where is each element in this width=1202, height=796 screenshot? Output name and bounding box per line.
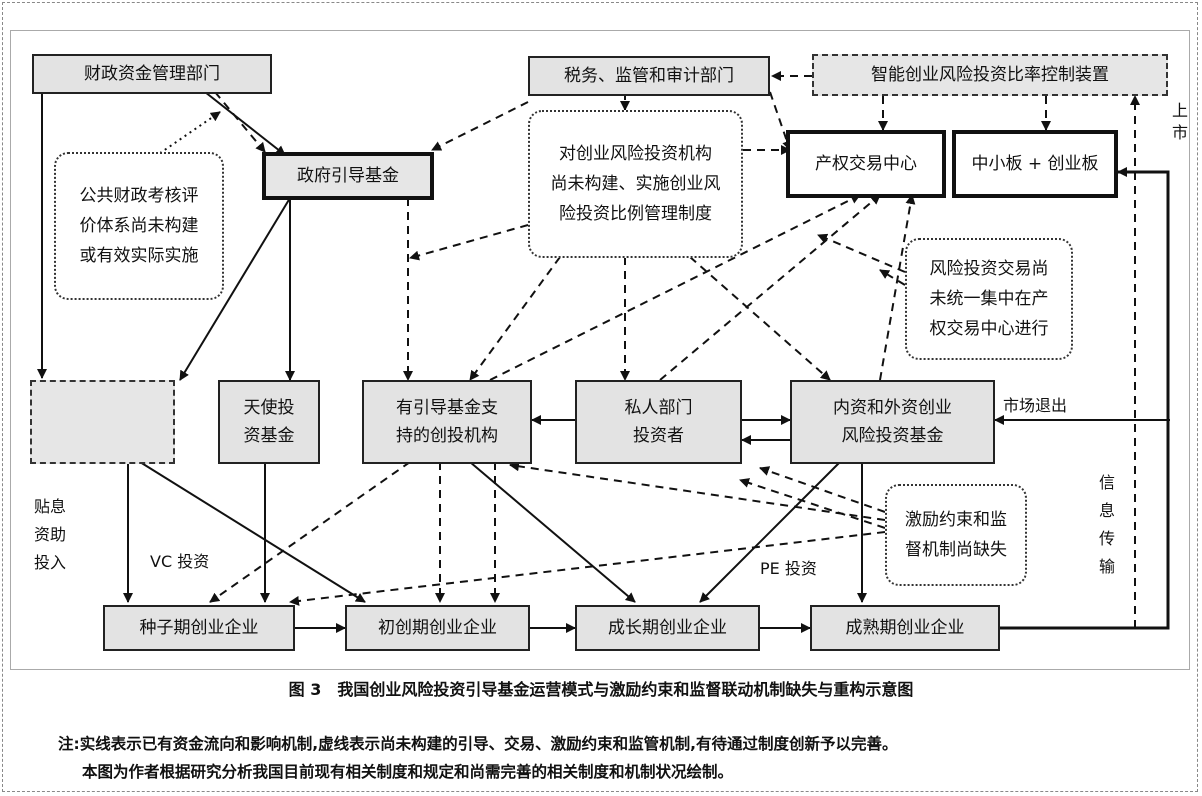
dash-tax-to-govfund: [431, 101, 529, 151]
seed-stage-box: 种子期创业企业: [103, 605, 295, 651]
smart-device-label: 智能创业风险投资比率控制装置: [871, 65, 1109, 85]
vc-invest-label: VC 投资: [150, 552, 210, 571]
private-investor-line1: 私人部门: [624, 398, 693, 418]
dash-vcmgmt-to-guided: [409, 224, 529, 261]
dash-incentive-to-domestic: [759, 466, 886, 513]
dash-private-to-property: [659, 194, 881, 381]
vc-mgmt-box: 对创业风险投资机构 尚未构建、实施创业风 险投资比例管理制度: [528, 110, 743, 258]
angel-fund-box: 天使投 资基金: [218, 380, 320, 464]
dash-vcmgmt-to-domestic: [689, 256, 831, 381]
info-label-4: 输: [1098, 557, 1115, 576]
fiscal-dept-label: 财政资金管理部门: [84, 64, 220, 84]
domestic-foreign-vc-line1: 内资和外资创业: [833, 398, 952, 418]
dash-fiscal-to-govfund: [214, 91, 266, 153]
diagram-frame: [10, 30, 1190, 670]
private-investor-line2: 投资者: [633, 426, 684, 446]
note-line-2: 本图为作者根据研究分析我国目前现有相关制度和规定和尚需完善的相关制度和机制状况绘…: [82, 763, 734, 781]
domestic-foreign-vc-box: 内资和外资创业 风险投资基金: [790, 380, 995, 464]
dash-incentive-to-private: [739, 478, 886, 529]
growth-stage-box: 成长期创业企业: [575, 605, 760, 651]
dash-incentive-to-seed: [289, 531, 886, 606]
info-label-3: 传: [1098, 529, 1115, 548]
angel-fund-line1: 天使投: [243, 398, 295, 418]
vc-trade-line1: 风险投资交易尚: [929, 259, 1049, 279]
mature-stage-box: 成熟期创业企业: [810, 605, 1000, 651]
seed-stage-label: 种子期创业企业: [139, 618, 259, 638]
arrow-govfund-to-blank: [179, 197, 291, 381]
figure-caption: 图 3 我国创业风险投资引导基金运营模式与激励约束和监督联动机制缺失与重构示意图: [288, 680, 914, 699]
pe-invest-label: PE 投资: [760, 559, 817, 578]
market-exit-label: 市场退出: [1003, 396, 1068, 415]
vc-trade-box: 风险投资交易尚 未统一集中在产 权交易中心进行: [905, 238, 1073, 360]
dash-vctrade-to-property2: [879, 269, 906, 286]
dash-guided-to-seed: [209, 461, 411, 603]
gov-fund-label: 政府引导基金: [297, 166, 399, 186]
incentive-line1: 激励约束和监: [905, 510, 1007, 530]
listing-label-2: 市: [1171, 123, 1188, 142]
dash-incentive-to-guided: [509, 461, 886, 521]
gov-fund-box: 政府引导基金: [262, 152, 434, 200]
blank-subsidy-box: [30, 380, 175, 464]
dash-vcmgmt-to-guided2: [469, 256, 561, 381]
property-center-label: 产权交易中心: [815, 154, 917, 174]
public-eval-box: 公共财政考核评 价体系尚未构建 或有效实际实施: [54, 152, 224, 300]
vc-mgmt-line2: 尚未构建、实施创业风: [550, 174, 721, 194]
public-eval-line1: 公共财政考核评: [79, 186, 199, 206]
arrow-mature-to-sme: [1000, 167, 1170, 630]
subsidy-label-2: 资助: [34, 525, 67, 544]
startup-stage-box: 初创期创业企业: [345, 605, 530, 651]
domestic-foreign-vc-line2: 风险投资基金: [841, 426, 944, 446]
angel-fund-line2: 资基金: [243, 426, 295, 446]
smart-device-box: 智能创业风险投资比率控制装置: [812, 54, 1168, 96]
private-investor-box: 私人部门 投资者: [575, 380, 742, 464]
info-label-2: 息: [1098, 501, 1115, 520]
guided-vc-line1: 有引导基金支: [396, 398, 498, 418]
vc-mgmt-line1: 对创业风险投资机构: [559, 144, 712, 164]
vc-trade-line3: 权交易中心进行: [929, 319, 1049, 339]
mature-stage-label: 成熟期创业企业: [845, 618, 965, 638]
public-eval-line3: 或有效实际实施: [79, 246, 199, 266]
sme-board-box: 中小板 + 创业板: [952, 130, 1118, 198]
vc-trade-line2: 未统一集中在产: [929, 289, 1049, 309]
vc-mgmt-line3: 险投资比例管理制度: [559, 204, 712, 224]
dash-vctrade-to-property: [817, 233, 906, 273]
incentive-line2: 督机制尚缺失: [905, 540, 1007, 560]
guided-vc-box: 有引导基金支 持的创投机构: [362, 380, 532, 464]
dash-domestic-to-property: [879, 194, 916, 381]
sme-board-label: 中小板 + 创业板: [971, 154, 1099, 174]
arrow-fiscal-to-govfund: [204, 91, 286, 156]
info-label-1: 信: [1098, 473, 1115, 492]
growth-stage-label: 成长期创业企业: [608, 618, 727, 638]
guided-vc-line2: 持的创投机构: [396, 426, 498, 446]
dash-tax-to-property: [769, 91, 792, 151]
subsidy-label-3: 投入: [34, 553, 67, 572]
tax-dept-label: 税务、监管和审计部门: [564, 66, 734, 86]
public-eval-line2: 价体系尚未构建: [79, 216, 199, 236]
arrow-blank-to-startup: [139, 461, 366, 603]
fiscal-dept-box: 财政资金管理部门: [32, 54, 272, 94]
note-line-1: 注:实线表示已有资金流向和影响机制,虚线表示尚未构建的引导、交易、激励约束和监管…: [58, 735, 898, 753]
dash-eval-to-fiscal: [149, 111, 221, 161]
arrow-guided-to-growth: [469, 461, 636, 603]
property-center-box: 产权交易中心: [786, 130, 946, 198]
subsidy-label-1: 贴息: [34, 497, 67, 516]
incentive-box: 激励约束和监 督机制尚缺失: [885, 484, 1027, 586]
tax-dept-box: 税务、监管和审计部门: [528, 56, 770, 96]
listing-label-1: 上: [1171, 101, 1188, 120]
arrow-domestic-to-startup: [699, 461, 841, 603]
startup-stage-label: 初创期创业企业: [378, 618, 497, 638]
